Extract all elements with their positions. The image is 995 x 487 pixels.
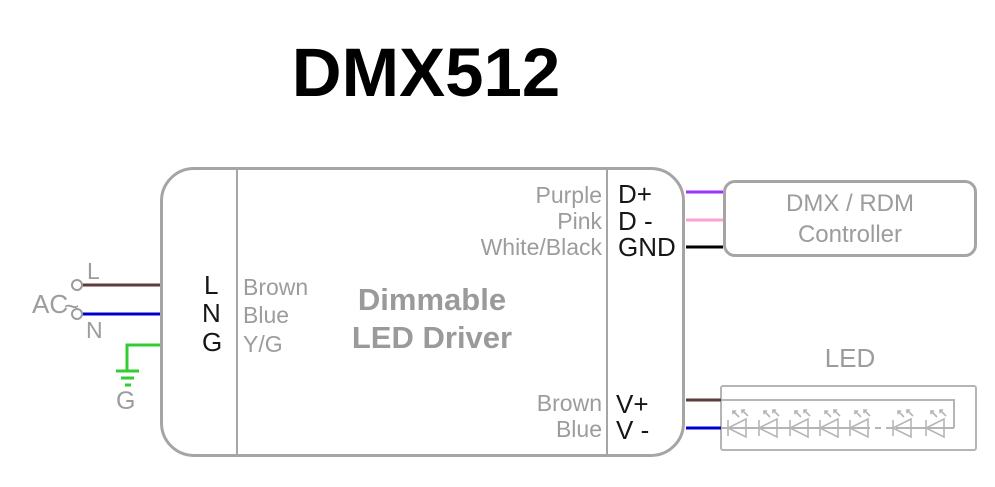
input-wire-color-yg: Y/G (243, 331, 283, 357)
driver-terminal-n: N (202, 298, 221, 328)
input-wire-color-brown: Brown (243, 274, 309, 300)
ac-tilde-symbol: ~ (64, 291, 80, 321)
ac-ground-label: G (116, 387, 136, 415)
dmx-rdm-controller-box: DMX / RDM Controller (723, 180, 977, 257)
diagram-title: DMX512 (291, 34, 561, 111)
ac-terminal-live-icon (71, 279, 83, 291)
driver-terminal-l: L (204, 270, 219, 300)
output-wire-color-brown: Brown (536, 390, 602, 416)
ac-source-label: AC (32, 289, 69, 319)
driver-name-line1: Dimmable (357, 282, 507, 317)
terminal-v-plus: V+ (616, 389, 649, 419)
input-wire-color-blue: Blue (243, 302, 290, 328)
ac-neutral-label: N (86, 317, 103, 343)
terminal-gnd: GND (618, 232, 676, 262)
driver-terminal-g: G (202, 327, 223, 357)
dmx-wire-color-whiteblack: White/Black (480, 234, 602, 260)
controller-label-line2: Controller (797, 220, 903, 248)
driver-name-line2: LED Driver (351, 320, 513, 355)
led-strip-label: LED (824, 343, 876, 373)
output-wire-color-blue: Blue (555, 416, 602, 442)
terminal-v-minus: V - (616, 415, 650, 445)
driver-name: Dimmable LED Driver (262, 281, 602, 357)
ac-live-label: L (87, 258, 100, 284)
led-driver-box (160, 167, 685, 457)
led-strip-box (720, 385, 977, 451)
dmx-wire-color-pink: Pink (557, 208, 602, 234)
earth-ground-icon (116, 369, 139, 387)
ground-wire (125, 343, 160, 370)
terminal-d-minus: D - (618, 206, 653, 236)
controller-label-line1: DMX / RDM (786, 189, 914, 217)
dmx-wire-color-purple: Purple (535, 182, 602, 208)
terminal-d-plus: D+ (618, 179, 652, 209)
